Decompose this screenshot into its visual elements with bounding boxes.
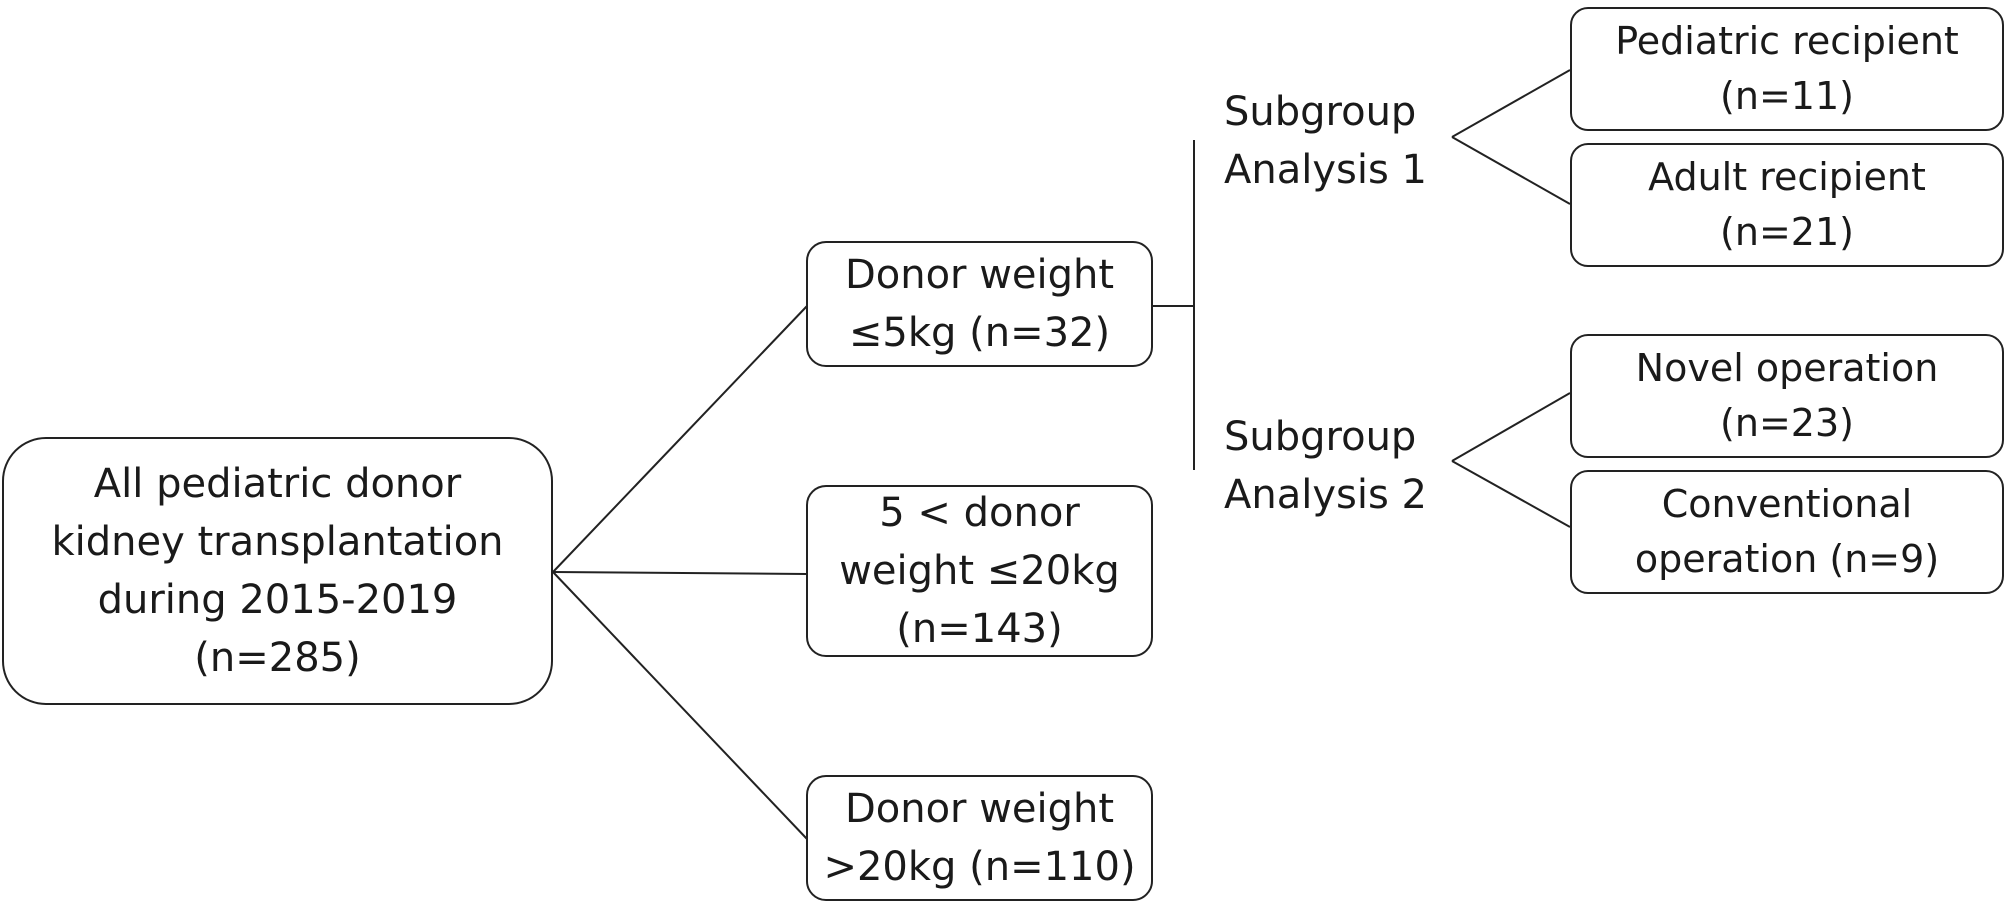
connector-sub2-to-conventional <box>1451 460 1571 528</box>
leaf1-line-2: (n=11) <box>1720 74 1854 118</box>
leaf3-line-1: Novel operation <box>1635 346 1939 390</box>
root-box: All pediatric donor kidney transplantati… <box>2 437 553 705</box>
root-line-2: kidney transplantation <box>51 519 504 565</box>
leaf3-line-2: (n=23) <box>1720 401 1854 445</box>
group1-line-2: ≤5kg (n=32) <box>848 310 1111 356</box>
leaf-box-novel-operation: Novel operation (n=23) <box>1570 334 2004 458</box>
leaf2-line-2: (n=21) <box>1720 210 1854 254</box>
subgroup-analysis-1-label: Subgroup Analysis 1 <box>1224 83 1427 199</box>
leaf4-line-2: operation (n=9) <box>1634 537 1940 581</box>
group2-line-1: 5 < donor <box>879 490 1080 536</box>
leaf-box-adult-recipient: Adult recipient (n=21) <box>1570 143 2004 267</box>
subgroup-analysis-2-label: Subgroup Analysis 2 <box>1224 408 1427 524</box>
connector-root-to-group1 <box>552 305 808 573</box>
subgroup1-line-2: Analysis 1 <box>1224 147 1427 193</box>
group-box-5-to-20kg: 5 < donor weight ≤20kg (n=143) <box>806 485 1153 657</box>
group1-line-1: Donor weight <box>844 252 1115 298</box>
group-box-under-5kg: Donor weight ≤5kg (n=32) <box>806 241 1153 367</box>
connector-sub2-to-novel <box>1451 392 1571 462</box>
group2-line-3: (n=143) <box>896 606 1063 652</box>
subgroup2-line-2: Analysis 2 <box>1224 472 1427 518</box>
leaf2-line-1: Adult recipient <box>1648 155 1926 199</box>
root-line-4: (n=285) <box>194 635 361 681</box>
leaf-box-pediatric-recipient: Pediatric recipient (n=11) <box>1570 7 2004 131</box>
connector-root-to-group3 <box>552 571 808 840</box>
group3-line-2: >20kg (n=110) <box>823 844 1136 890</box>
root-line-1: All pediatric donor <box>93 461 462 507</box>
root-line-3: during 2015-2019 <box>97 577 458 623</box>
connector-sub1-to-pediatric <box>1451 69 1571 138</box>
connector-sub1-to-adult <box>1451 136 1571 205</box>
subgroup2-line-1: Subgroup <box>1224 414 1417 460</box>
group3-line-1: Donor weight <box>844 786 1115 832</box>
connector-root-to-group2 <box>552 571 808 575</box>
group-box-over-20kg: Donor weight >20kg (n=110) <box>806 775 1153 901</box>
leaf-box-conventional-operation: Conventional operation (n=9) <box>1570 470 2004 594</box>
leaf1-line-1: Pediatric recipient <box>1615 19 1959 63</box>
group2-line-2: weight ≤20kg <box>839 548 1120 594</box>
leaf4-line-1: Conventional <box>1661 482 1913 526</box>
subgroup1-line-1: Subgroup <box>1224 89 1417 135</box>
